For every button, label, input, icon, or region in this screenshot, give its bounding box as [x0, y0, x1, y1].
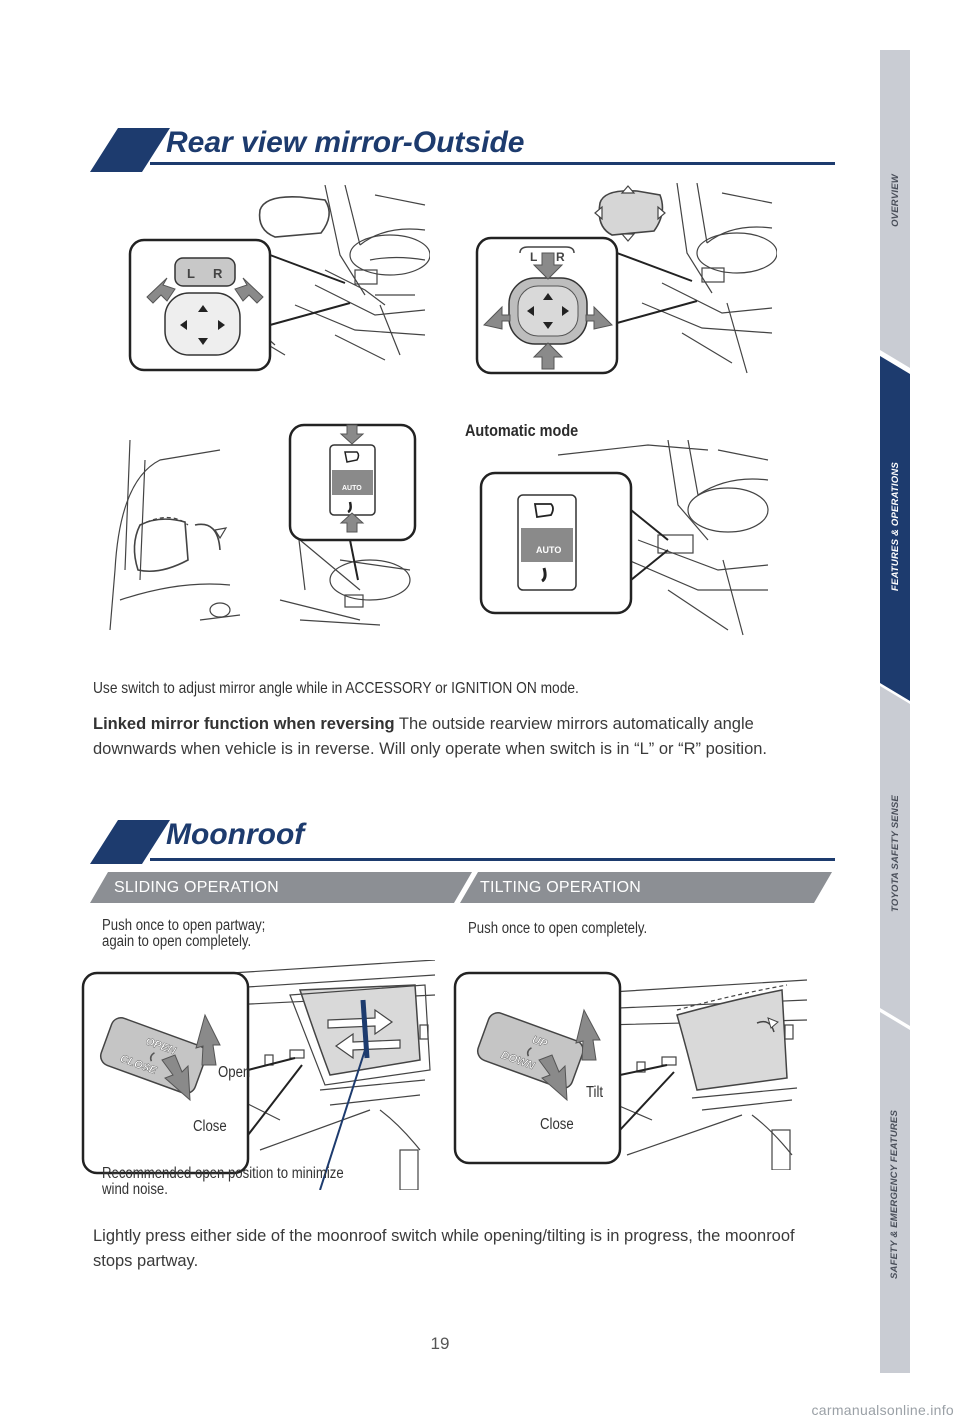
sliding-operation-illustration: OPEN CLOSE [81, 960, 436, 1190]
linked-mirror-paragraph: Linked mirror function when reversing Th… [93, 712, 813, 762]
linked-mirror-description: The outside rearview mirrors automatical… [93, 715, 768, 758]
page-number: 19 [430, 1334, 450, 1353]
mirror-section-title: Rear view mirror-Outside [166, 126, 525, 159]
moonroof-header-rule [150, 858, 835, 861]
tab-toyota-safety-sense[interactable]: TOYOTA SAFETY SENSE [880, 686, 910, 1026]
mirror-adjust-illustration: L R [475, 183, 777, 375]
lr-left-letter: L [187, 266, 195, 281]
close-label: Close [193, 1118, 227, 1135]
linked-mirror-bold-label: Linked mirror function when reversing [93, 715, 395, 733]
tab-overview-label: OVERVIEW [889, 173, 901, 227]
auto-mode-auto-text: AUTO [536, 545, 561, 555]
fold-auto-text: AUTO [342, 485, 362, 492]
tilting-operation-header: TILTING OPERATION [480, 879, 642, 896]
side-navigation: OVERVIEW FEATURES & OPERATIONS TOYOTA SA… [880, 50, 910, 1373]
moonroof-section-header: Moonroof [90, 812, 835, 872]
tab-tss-label: TOYOTA SAFETY SENSE [889, 795, 901, 912]
recommended-position-note: Recommended open position to minimize wi… [102, 1165, 344, 1198]
sliding-note: Push once to open partway; again to open… [102, 917, 266, 950]
pad-lr-right-letter: R [556, 250, 565, 264]
tab-safety-emergency[interactable]: SAFETY & EMERGENCY FEATURES [880, 1012, 910, 1373]
tab-features-label: FEATURES & OPERATIONS [889, 461, 901, 591]
tab-overview-shape [880, 50, 910, 368]
moonroof-section-title: Moonroof [166, 818, 305, 851]
moonroof-slant-marker [90, 820, 170, 864]
open-label: Open [218, 1064, 251, 1081]
tab-features-operations[interactable]: FEATURES & OPERATIONS [880, 356, 910, 701]
header-rule [150, 162, 835, 165]
sliding-operation-header: SLIDING OPERATION [114, 879, 279, 896]
watermark: carmanualsonline.info [811, 1402, 954, 1418]
tilting-operation-illustration: UP DOWN [453, 971, 808, 1170]
mirror-usage-text: Use switch to adjust mirror angle while … [93, 680, 579, 697]
tilt-label: Tilt [586, 1084, 604, 1101]
automatic-mode-label: Automatic mode [465, 421, 579, 440]
tilt-close-label: Close [540, 1116, 574, 1133]
moonroof-stop-text: Lightly press either side of the moonroo… [93, 1227, 795, 1270]
tab-features-shape [880, 356, 910, 701]
switch-up-text: UP [530, 1034, 549, 1051]
mirror-lr-select-illustration: L R [128, 185, 430, 372]
tab-tss-shape [880, 686, 910, 1026]
operation-subheader-bar [90, 872, 832, 903]
mirror-section-header: Rear view mirror-Outside [90, 120, 835, 180]
automatic-mode-illustration: AUTO [479, 440, 769, 636]
tab-safety-label: SAFETY & EMERGENCY FEATURES [889, 1109, 901, 1279]
pad-lr-left-letter: L [530, 250, 537, 264]
tab-safety-shape [880, 1012, 910, 1373]
lr-right-letter: R [213, 266, 223, 281]
tilting-note: Push once to open completely. [468, 920, 648, 937]
mirror-fold-illustration: AUTO [109, 423, 417, 631]
tab-overview[interactable]: OVERVIEW [880, 50, 910, 368]
header-slant-marker [90, 128, 170, 172]
